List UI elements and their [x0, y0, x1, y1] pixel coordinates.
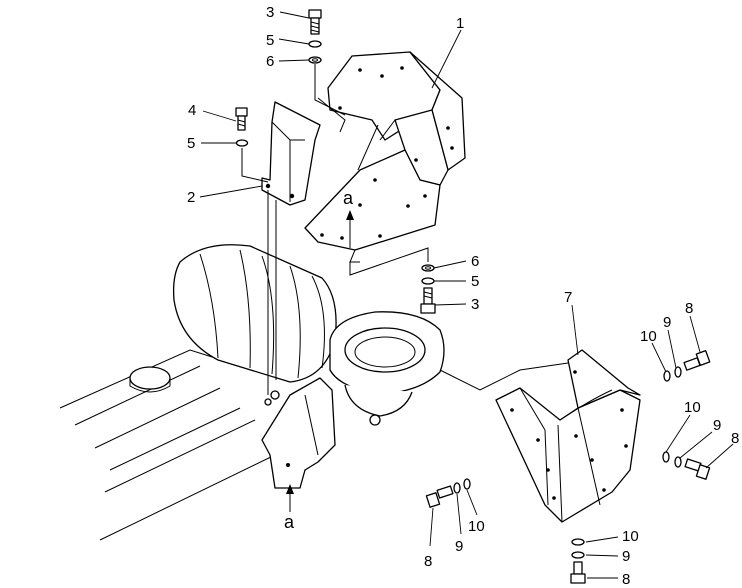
- engine-block: [59, 349, 276, 541]
- label-part-5-top: 5: [266, 32, 274, 49]
- label-part-5-left: 5: [187, 135, 195, 152]
- label-part-9-c: 9: [455, 538, 463, 555]
- label-part-5-mid: 5: [471, 273, 479, 290]
- label-part-4: 4: [188, 102, 196, 119]
- turbocharger: [172, 244, 576, 426]
- bolt-part-4: [235, 107, 248, 131]
- fastener-set-mid-right: [662, 451, 711, 480]
- label-part-8-a: 8: [685, 300, 693, 317]
- fastener-set-lower-left: [425, 478, 471, 508]
- label-part-8-b: 8: [731, 430, 739, 447]
- washer-part-5-top: [308, 40, 322, 48]
- bracket-part-2: [261, 101, 321, 395]
- duct-cover-part-1: [304, 51, 466, 263]
- label-part-10-a: 10: [640, 328, 657, 345]
- label-part-1: 1: [456, 15, 464, 32]
- label-part-7: 7: [564, 289, 572, 306]
- label-part-6-top: 6: [266, 53, 274, 70]
- label-part-10-c: 10: [468, 518, 485, 535]
- label-part-8-d: 8: [622, 571, 630, 588]
- label-view-a-upper: a: [343, 188, 354, 208]
- bolt-part-3-top: [308, 9, 322, 35]
- fastener-set-bottom: [570, 538, 586, 584]
- duct-cover-part-7: [495, 349, 641, 523]
- washer-part-5-mid: [421, 277, 435, 285]
- bolt-part-3-mid: [420, 287, 436, 314]
- label-part-3-mid: 3: [471, 296, 479, 313]
- washer-part-5-left: [235, 139, 249, 147]
- label-view-a-lower: a: [284, 512, 295, 532]
- label-part-9-d: 9: [622, 548, 630, 565]
- label-part-9-a: 9: [663, 314, 671, 331]
- lower-bracket: [261, 377, 336, 489]
- label-part-9-b: 9: [713, 417, 721, 434]
- label-part-3-top: 3: [266, 4, 274, 21]
- label-part-10-b: 10: [684, 399, 701, 416]
- label-part-6-mid: 6: [471, 253, 479, 270]
- label-part-8-c: 8: [424, 553, 432, 570]
- view-arrow-upper: [346, 210, 354, 248]
- view-arrow-lower: [286, 484, 294, 512]
- label-part-10-d: 10: [622, 528, 639, 545]
- fastener-set-upper-right: [663, 350, 711, 382]
- leader-lines: [199, 11, 734, 579]
- label-part-2: 2: [187, 189, 195, 206]
- washer-part-6-top: [308, 56, 322, 64]
- washer-part-6-mid: [421, 264, 435, 272]
